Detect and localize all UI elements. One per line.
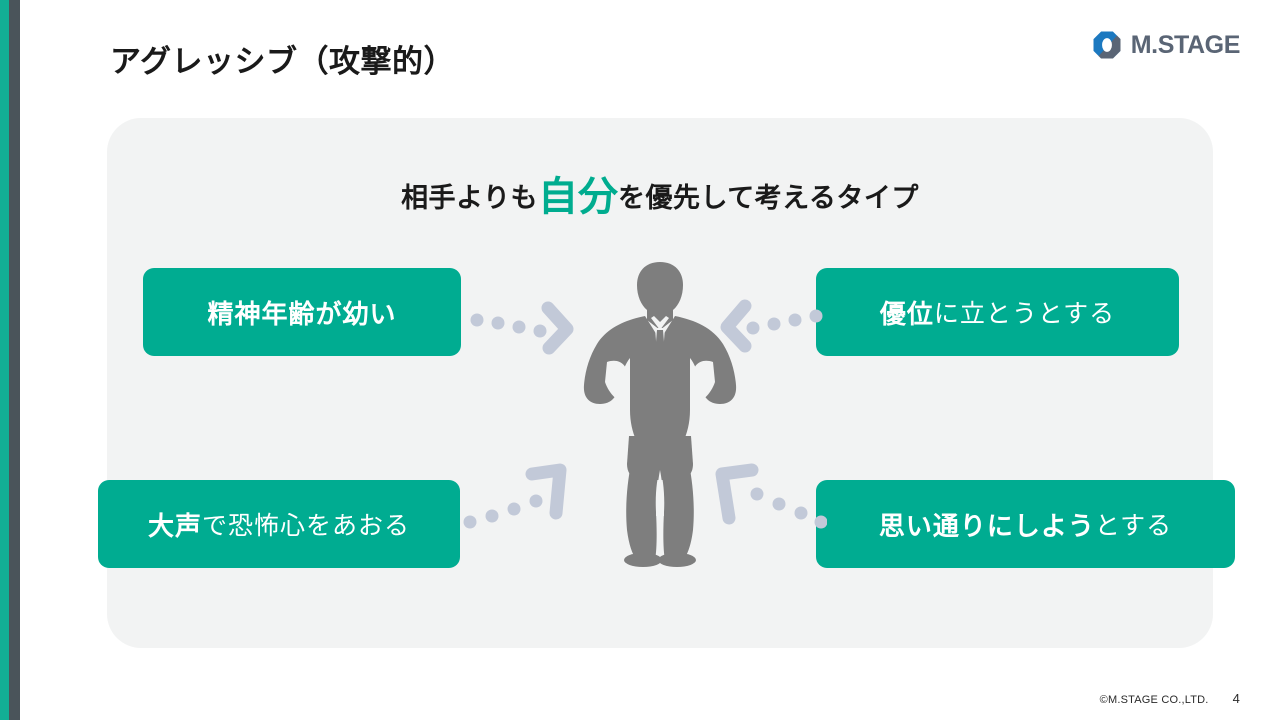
headline-emphasis: 自分 bbox=[538, 175, 619, 219]
brand-logo-text: M.STAGE bbox=[1130, 30, 1241, 59]
octagon-logo-icon bbox=[1093, 31, 1121, 59]
headline-prefix: 相手よりも bbox=[401, 183, 539, 213]
aggressive-man-silhouette bbox=[583, 262, 737, 567]
top-right-connector bbox=[720, 299, 823, 353]
trait-chip-bottom-left-strong: 大声 bbox=[147, 510, 202, 541]
copyright-text: ©M.STAGE CO.,LTD. bbox=[1099, 694, 1209, 706]
bottom-left-connector bbox=[463, 463, 567, 529]
page-title: アグレッシブ（攻撃的） bbox=[110, 44, 455, 79]
left-accent-stripe-teal bbox=[0, 0, 9, 720]
trait-chip-bottom-right[interactable]: 思い通りにしようとする bbox=[816, 480, 1235, 568]
brand-logo: M.STAGE bbox=[1092, 30, 1240, 60]
trait-chip-top-right-light: に立とうとする bbox=[933, 300, 1116, 328]
trait-chip-top-right[interactable]: 優位に立とうとする bbox=[816, 268, 1179, 356]
panel-headline: 相手よりも自分を優先して考えるタイプ bbox=[107, 164, 1213, 222]
top-left-connector bbox=[470, 301, 574, 355]
footer: ©M.STAGE CO.,LTD. 4 bbox=[1100, 691, 1240, 706]
headline-suffix: を優先して考えるタイプ bbox=[618, 183, 919, 213]
left-accent-stripe-dark bbox=[9, 0, 20, 720]
content-panel: 相手よりも自分を優先して考えるタイプ 精神年齢が幼い 優位に立とうとする 大声で… bbox=[98, 118, 1235, 648]
trait-chip-top-left-strong: 精神年齢が幼い bbox=[207, 298, 397, 329]
trait-chip-bottom-right-strong: 思い通りにしよう bbox=[878, 510, 1095, 541]
trait-chip-bottom-right-light: とする bbox=[1094, 512, 1173, 540]
page-number: 4 bbox=[1232, 691, 1240, 706]
trait-chip-top-left[interactable]: 精神年齢が幼い bbox=[143, 268, 461, 356]
trait-chip-top-right-strong: 優位 bbox=[879, 298, 934, 329]
trait-chip-bottom-left-light: で恐怖心をあおる bbox=[202, 512, 411, 540]
trait-chip-bottom-left[interactable]: 大声で恐怖心をあおる bbox=[98, 480, 460, 568]
bottom-right-connector bbox=[715, 463, 827, 529]
